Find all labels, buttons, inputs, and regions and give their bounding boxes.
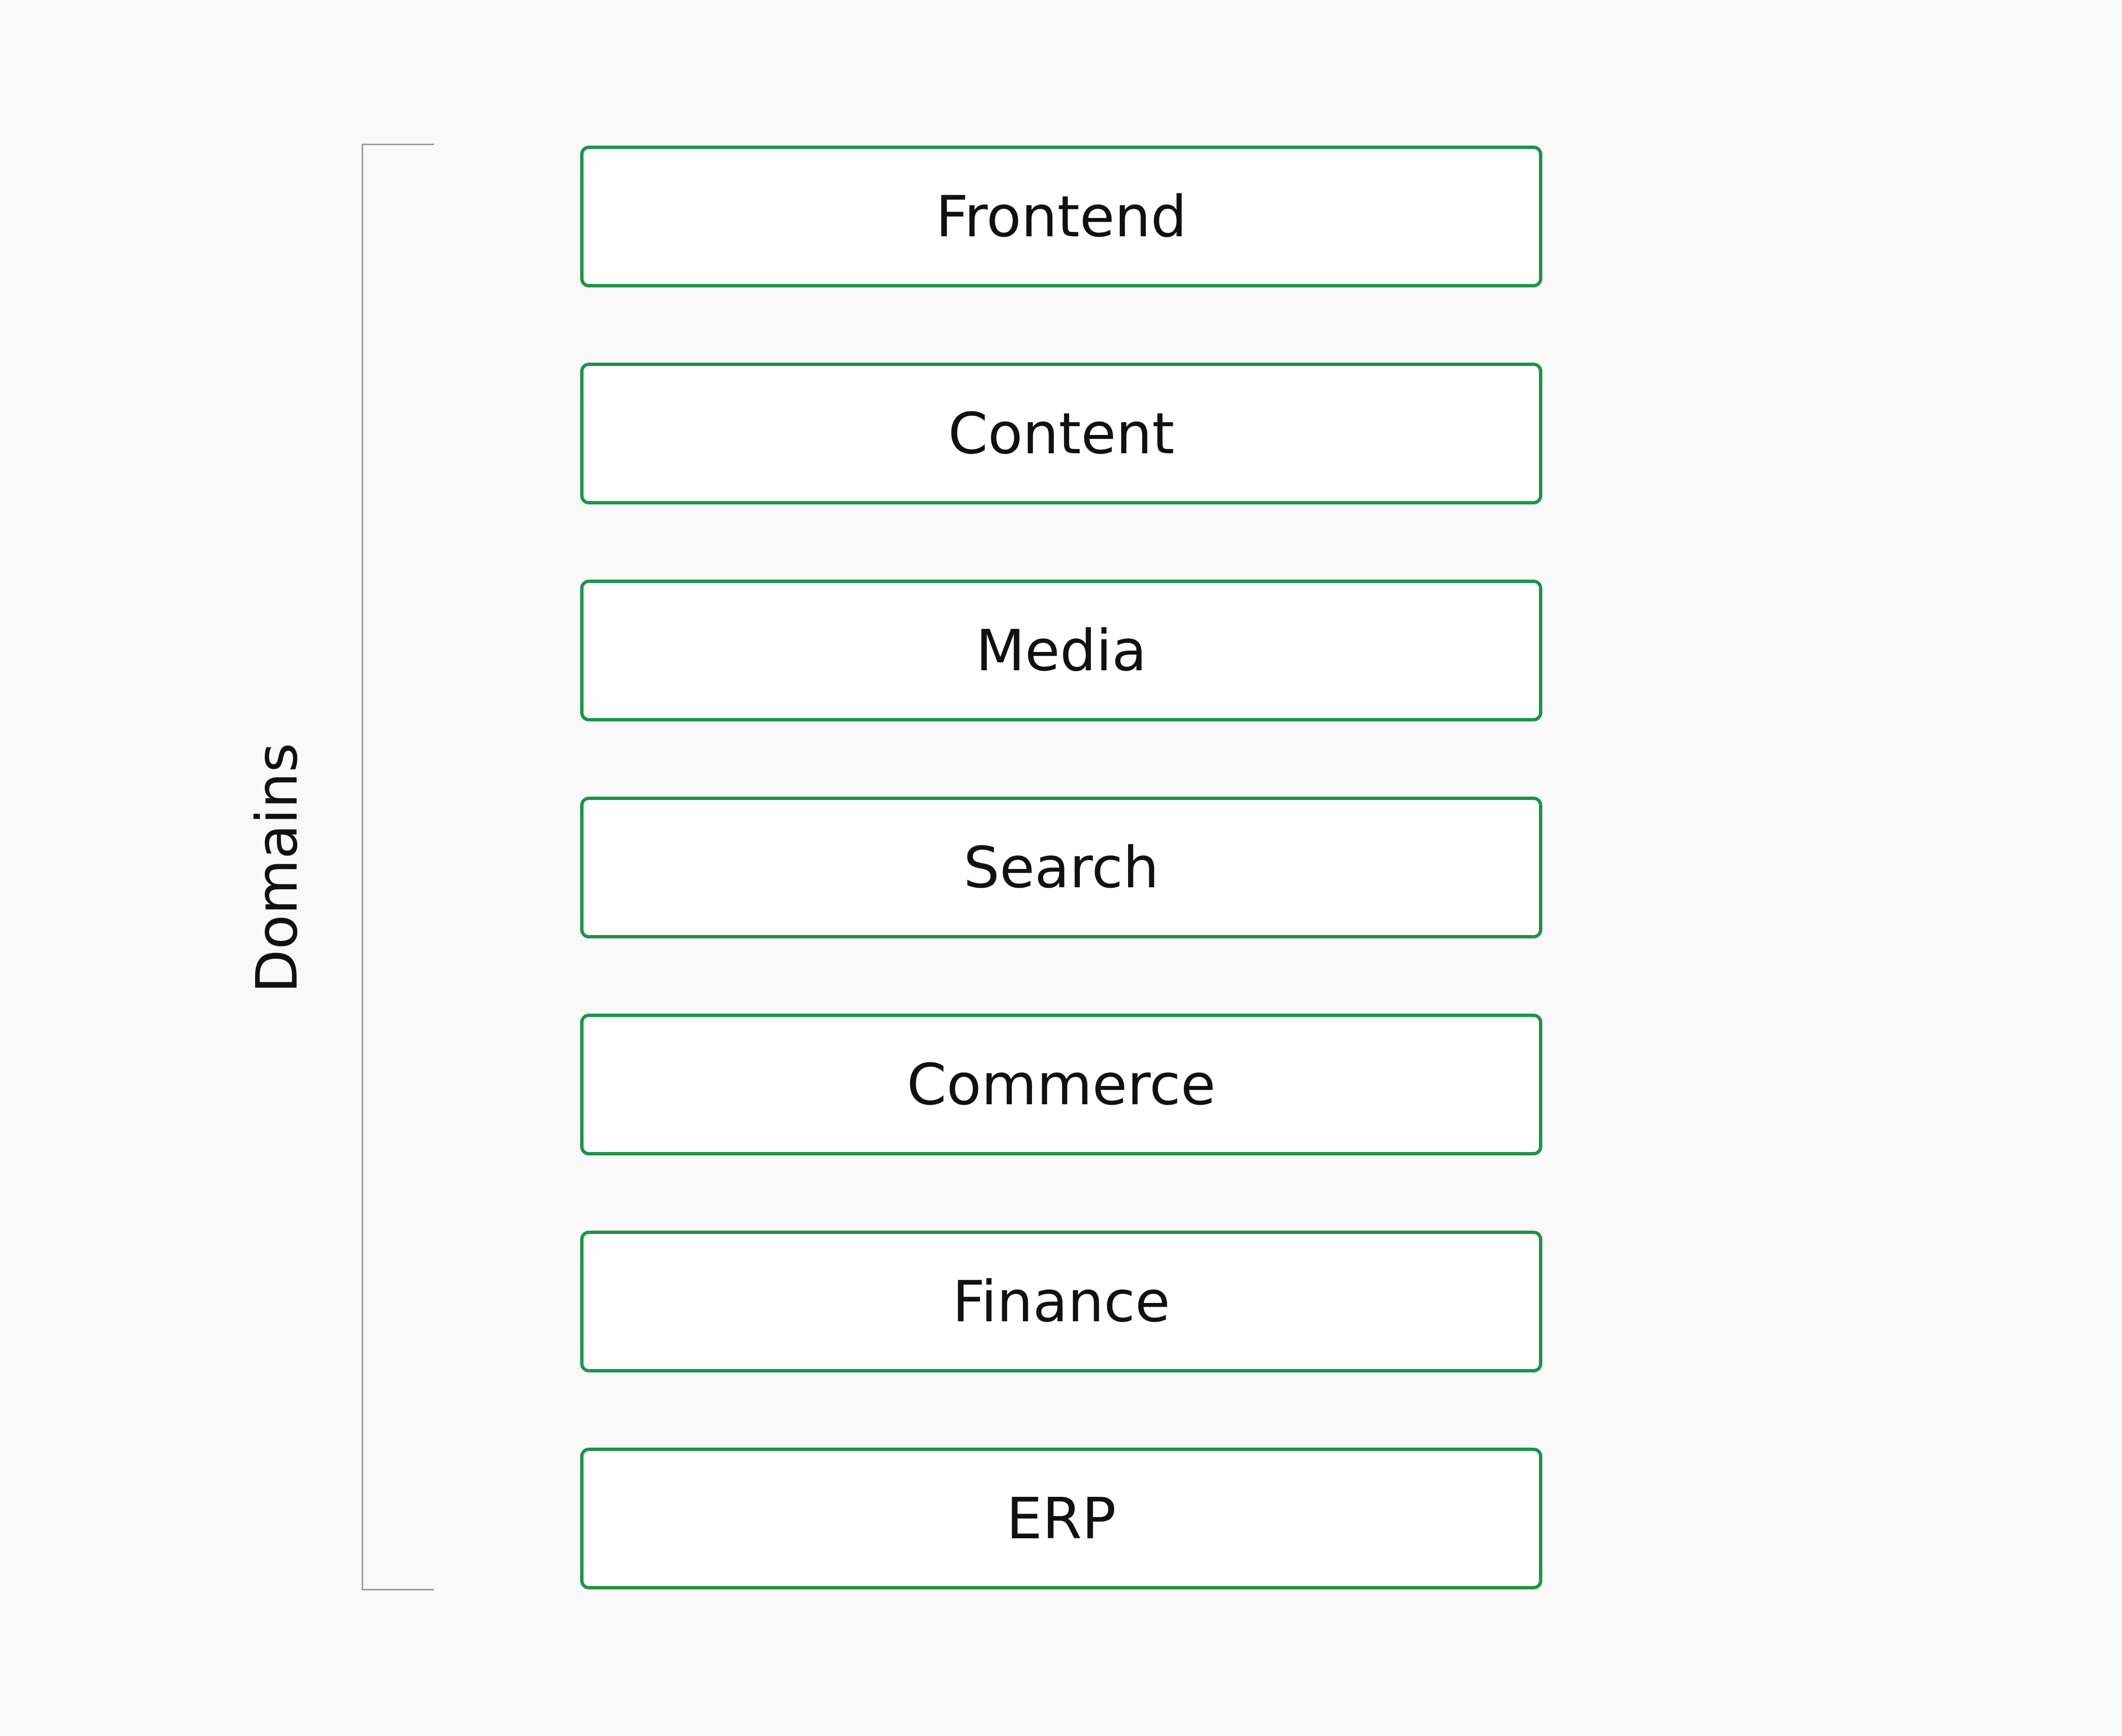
- domains-group-label: Domains: [244, 743, 310, 993]
- domain-box-finance: Finance: [580, 1231, 1542, 1372]
- domain-box-search: Search: [580, 797, 1542, 938]
- domain-box-content: Content: [580, 363, 1542, 504]
- domain-box-erp: ERP: [580, 1448, 1542, 1589]
- domain-box-media: Media: [580, 580, 1542, 721]
- domains-bracket: [362, 144, 434, 1590]
- domain-box-commerce: Commerce: [580, 1014, 1542, 1155]
- domain-box-frontend: Frontend: [580, 146, 1542, 287]
